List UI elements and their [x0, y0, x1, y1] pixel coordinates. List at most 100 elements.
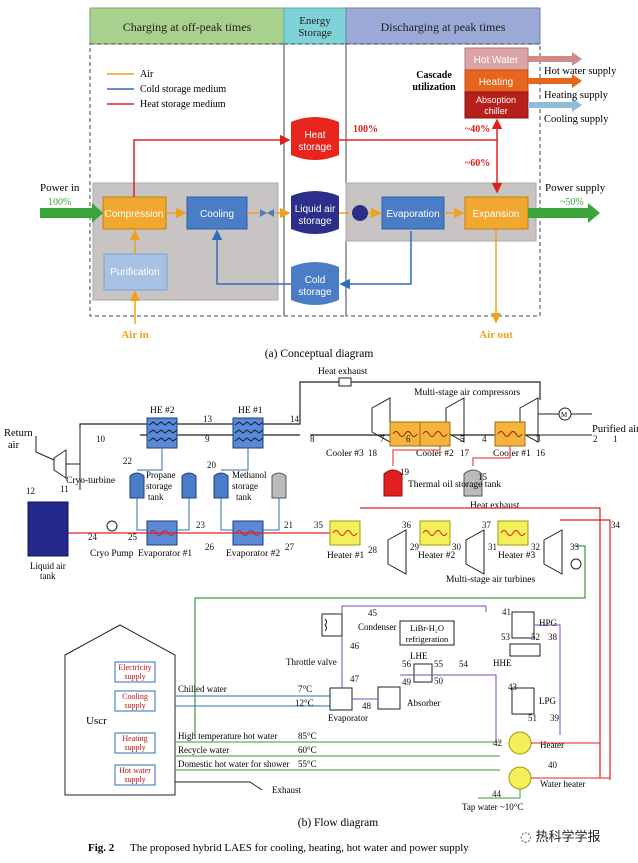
evaporation-box	[381, 196, 445, 230]
svg-text:Throttle valve: Throttle valve	[286, 657, 337, 667]
svg-text:Cooling: Cooling	[200, 209, 234, 220]
hhe-box	[509, 643, 541, 657]
cooler2	[419, 421, 451, 447]
svg-text:M: M	[561, 411, 568, 419]
svg-text:Hot Water: Hot Water	[474, 55, 519, 66]
svg-text:31: 31	[488, 542, 497, 552]
wechat-icon: ◌	[520, 830, 532, 845]
svg-text:storage: storage	[298, 287, 332, 298]
svg-text:39: 39	[550, 713, 560, 723]
svg-text:supply: supply	[124, 743, 145, 752]
svg-text:47: 47	[350, 674, 360, 684]
svg-text:25: 25	[128, 532, 138, 542]
svg-text:4: 4	[482, 434, 487, 444]
svg-text:5: 5	[460, 434, 465, 444]
svg-text:26: 26	[205, 542, 215, 552]
svg-text:Purified air: Purified air	[592, 424, 638, 435]
svg-text:7: 7	[380, 434, 385, 444]
heater1	[329, 520, 361, 546]
svg-text:Tap water ~10°C: Tap water ~10°C	[462, 802, 523, 812]
pct-60: ~60%	[465, 158, 490, 169]
building: Uscr Electricity supply Cooling supply H…	[64, 624, 176, 796]
svg-text:Cryo-turbine: Cryo-turbine	[66, 476, 115, 486]
svg-text:HE #2: HE #2	[150, 406, 175, 416]
svg-text:storage: storage	[298, 142, 332, 153]
svg-text:19: 19	[400, 467, 410, 477]
svg-text:12°C: 12°C	[295, 698, 314, 708]
he2	[146, 417, 178, 449]
svg-text:Absorber: Absorber	[407, 698, 441, 708]
svg-text:Heat: Heat	[304, 130, 325, 141]
svg-text:41: 41	[502, 607, 511, 617]
power-in-label: Power in	[40, 182, 80, 194]
svg-text:Electricity: Electricity	[118, 663, 151, 672]
svg-text:28: 28	[368, 545, 378, 555]
svg-text:53: 53	[501, 632, 511, 642]
svg-text:Heater #3: Heater #3	[498, 551, 535, 561]
legend-air: Air	[140, 69, 154, 80]
svg-text:16: 16	[536, 448, 546, 458]
water-heater	[508, 766, 532, 790]
svg-text:Evaporation: Evaporation	[386, 209, 439, 220]
heater2	[419, 520, 451, 546]
svg-text:55°C: 55°C	[298, 759, 317, 769]
legend-cold: Cold storage medium	[140, 84, 226, 95]
svg-text:24: 24	[88, 532, 98, 542]
svg-text:Chilled water: Chilled water	[178, 684, 227, 694]
electricity-supply-box	[114, 661, 156, 683]
svg-text:Cold: Cold	[305, 275, 326, 286]
svg-text:supply: supply	[124, 775, 145, 784]
svg-text:Heater: Heater	[540, 740, 564, 750]
absorber-box	[377, 686, 401, 710]
state-point-labels: 1 2 3 4 5 6 7 8 9 10 11 12 13 14 15 16 1…	[26, 414, 621, 799]
svg-text:3: 3	[536, 434, 541, 444]
svg-text:21: 21	[284, 520, 293, 530]
svg-text:Compression: Compression	[105, 209, 164, 220]
svg-text:Cryo Pump: Cryo Pump	[90, 549, 134, 559]
heating-supply-box	[114, 732, 156, 754]
svg-text:1: 1	[613, 434, 618, 444]
svg-text:Heating: Heating	[479, 77, 513, 88]
pct-100: 100%	[353, 124, 378, 135]
svg-text:Domestic hot water for shower: Domestic hot water for shower	[178, 759, 289, 769]
he1	[232, 417, 264, 449]
svg-text:48: 48	[362, 701, 372, 711]
svg-text:HE #1: HE #1	[238, 406, 263, 416]
air-in-label: Air in	[121, 329, 149, 341]
svg-text:55: 55	[434, 659, 444, 669]
out-cooling: Cooling supply	[544, 114, 609, 125]
svg-text:20: 20	[207, 460, 217, 470]
svg-text:Recycle water: Recycle water	[178, 745, 229, 755]
fig-label: Fig. 2	[88, 842, 115, 854]
condenser-box	[321, 613, 343, 637]
svg-text:32: 32	[531, 542, 540, 552]
svg-text:Evaporator: Evaporator	[328, 713, 368, 723]
svg-text:Liquid air: Liquid air	[295, 204, 336, 215]
purification-box	[103, 253, 168, 291]
svg-text:Multi-stage air compressors: Multi-stage air compressors	[414, 388, 520, 398]
svg-text:LHE: LHE	[410, 651, 428, 661]
lpg-box	[511, 687, 535, 715]
svg-text:60°C: 60°C	[298, 745, 317, 755]
svg-text:85°C: 85°C	[298, 731, 317, 741]
svg-text:Heat exhaust: Heat exhaust	[470, 501, 520, 511]
svg-text:LiBr-H₂O: LiBr-H₂O	[410, 623, 444, 633]
caption-a: (a) Conceptual diagram	[265, 348, 374, 360]
svg-text:Cooler #2: Cooler #2	[416, 449, 454, 459]
heater-lower	[508, 731, 532, 755]
cooler3	[389, 421, 421, 447]
svg-text:13: 13	[203, 414, 213, 424]
svg-text:refrigeration: refrigeration	[406, 634, 449, 644]
heater3	[497, 520, 529, 546]
svg-text:Heating: Heating	[122, 734, 147, 743]
svg-text:12: 12	[26, 486, 35, 496]
pump-icon	[352, 205, 368, 221]
svg-text:29: 29	[410, 542, 420, 552]
svg-text:Heater #2: Heater #2	[418, 551, 455, 561]
liquid-air-tank	[27, 501, 69, 557]
watermark: ◌ 热科学学报	[520, 830, 601, 845]
